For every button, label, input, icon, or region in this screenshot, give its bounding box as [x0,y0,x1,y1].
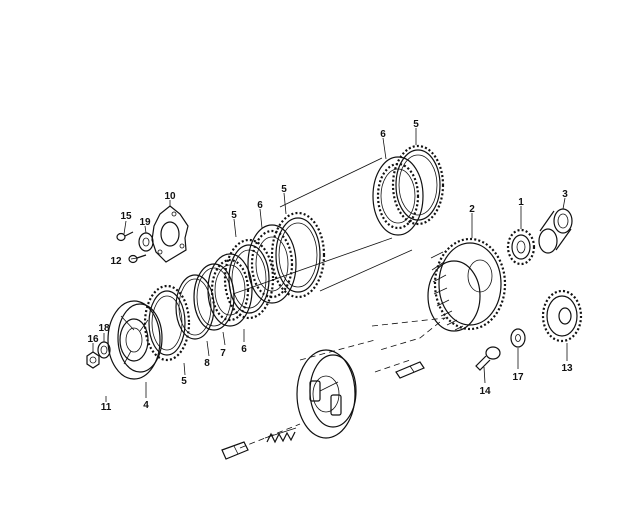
callout-5-lower: 5 [181,376,187,387]
callout-1: 1 [518,197,524,208]
leader-lines [92,128,568,402]
part-7-ring [193,263,235,331]
callout-7: 7 [220,348,226,359]
callouts: 1 2 3 4 5 5 5 5 6 6 6 7 8 10 11 12 13 14… [87,119,573,413]
callout-3: 3 [562,189,568,200]
part-2-clutch-housing [427,237,507,332]
part-1-gear [506,228,536,266]
callout-12: 12 [110,256,122,267]
callout-5-middle: 5 [231,210,237,221]
callout-19: 19 [139,217,151,228]
part-19-bearing [138,232,154,252]
part-5-clutch-plate-upper [270,211,326,299]
dashed-guides [239,317,447,449]
callout-4: 4 [143,400,149,411]
callout-11: 11 [101,402,112,413]
part-5-clutch-plate-lower [143,284,191,362]
pressure-plate [296,349,357,439]
part-15-bolt [116,231,134,242]
part-12-bolt [128,254,147,264]
callout-10: 10 [164,191,176,202]
callout-16: 16 [87,334,99,345]
callout-14: 14 [479,386,491,397]
part-17-washer [510,328,526,348]
part-5-clutch-plate-right [391,144,445,226]
part-16-nut [86,351,100,369]
projection-lines [232,157,413,295]
part-10-lifter-plate [151,205,189,263]
part-3-sleeve [538,208,573,254]
callout-5-upper: 5 [281,184,287,195]
callout-6-upper: 6 [257,200,263,211]
part-4-clutch-center [107,300,163,380]
lifter-rod-lower [221,441,249,460]
part-6-friction-plate-upper [247,224,297,304]
part-14-bolt [475,346,501,371]
callout-15: 15 [120,211,132,222]
part-13-gear [541,289,583,343]
clutch-spring [264,427,297,444]
callout-18: 18 [98,323,110,334]
callout-13: 13 [561,363,573,374]
callout-17: 17 [512,372,524,383]
lifter-rod-upper [395,361,425,379]
callout-2: 2 [469,204,475,215]
callout-6-lower: 6 [241,344,247,355]
callout-5-right: 5 [413,119,419,130]
callout-6-right: 6 [380,129,386,140]
callout-8: 8 [204,358,210,369]
